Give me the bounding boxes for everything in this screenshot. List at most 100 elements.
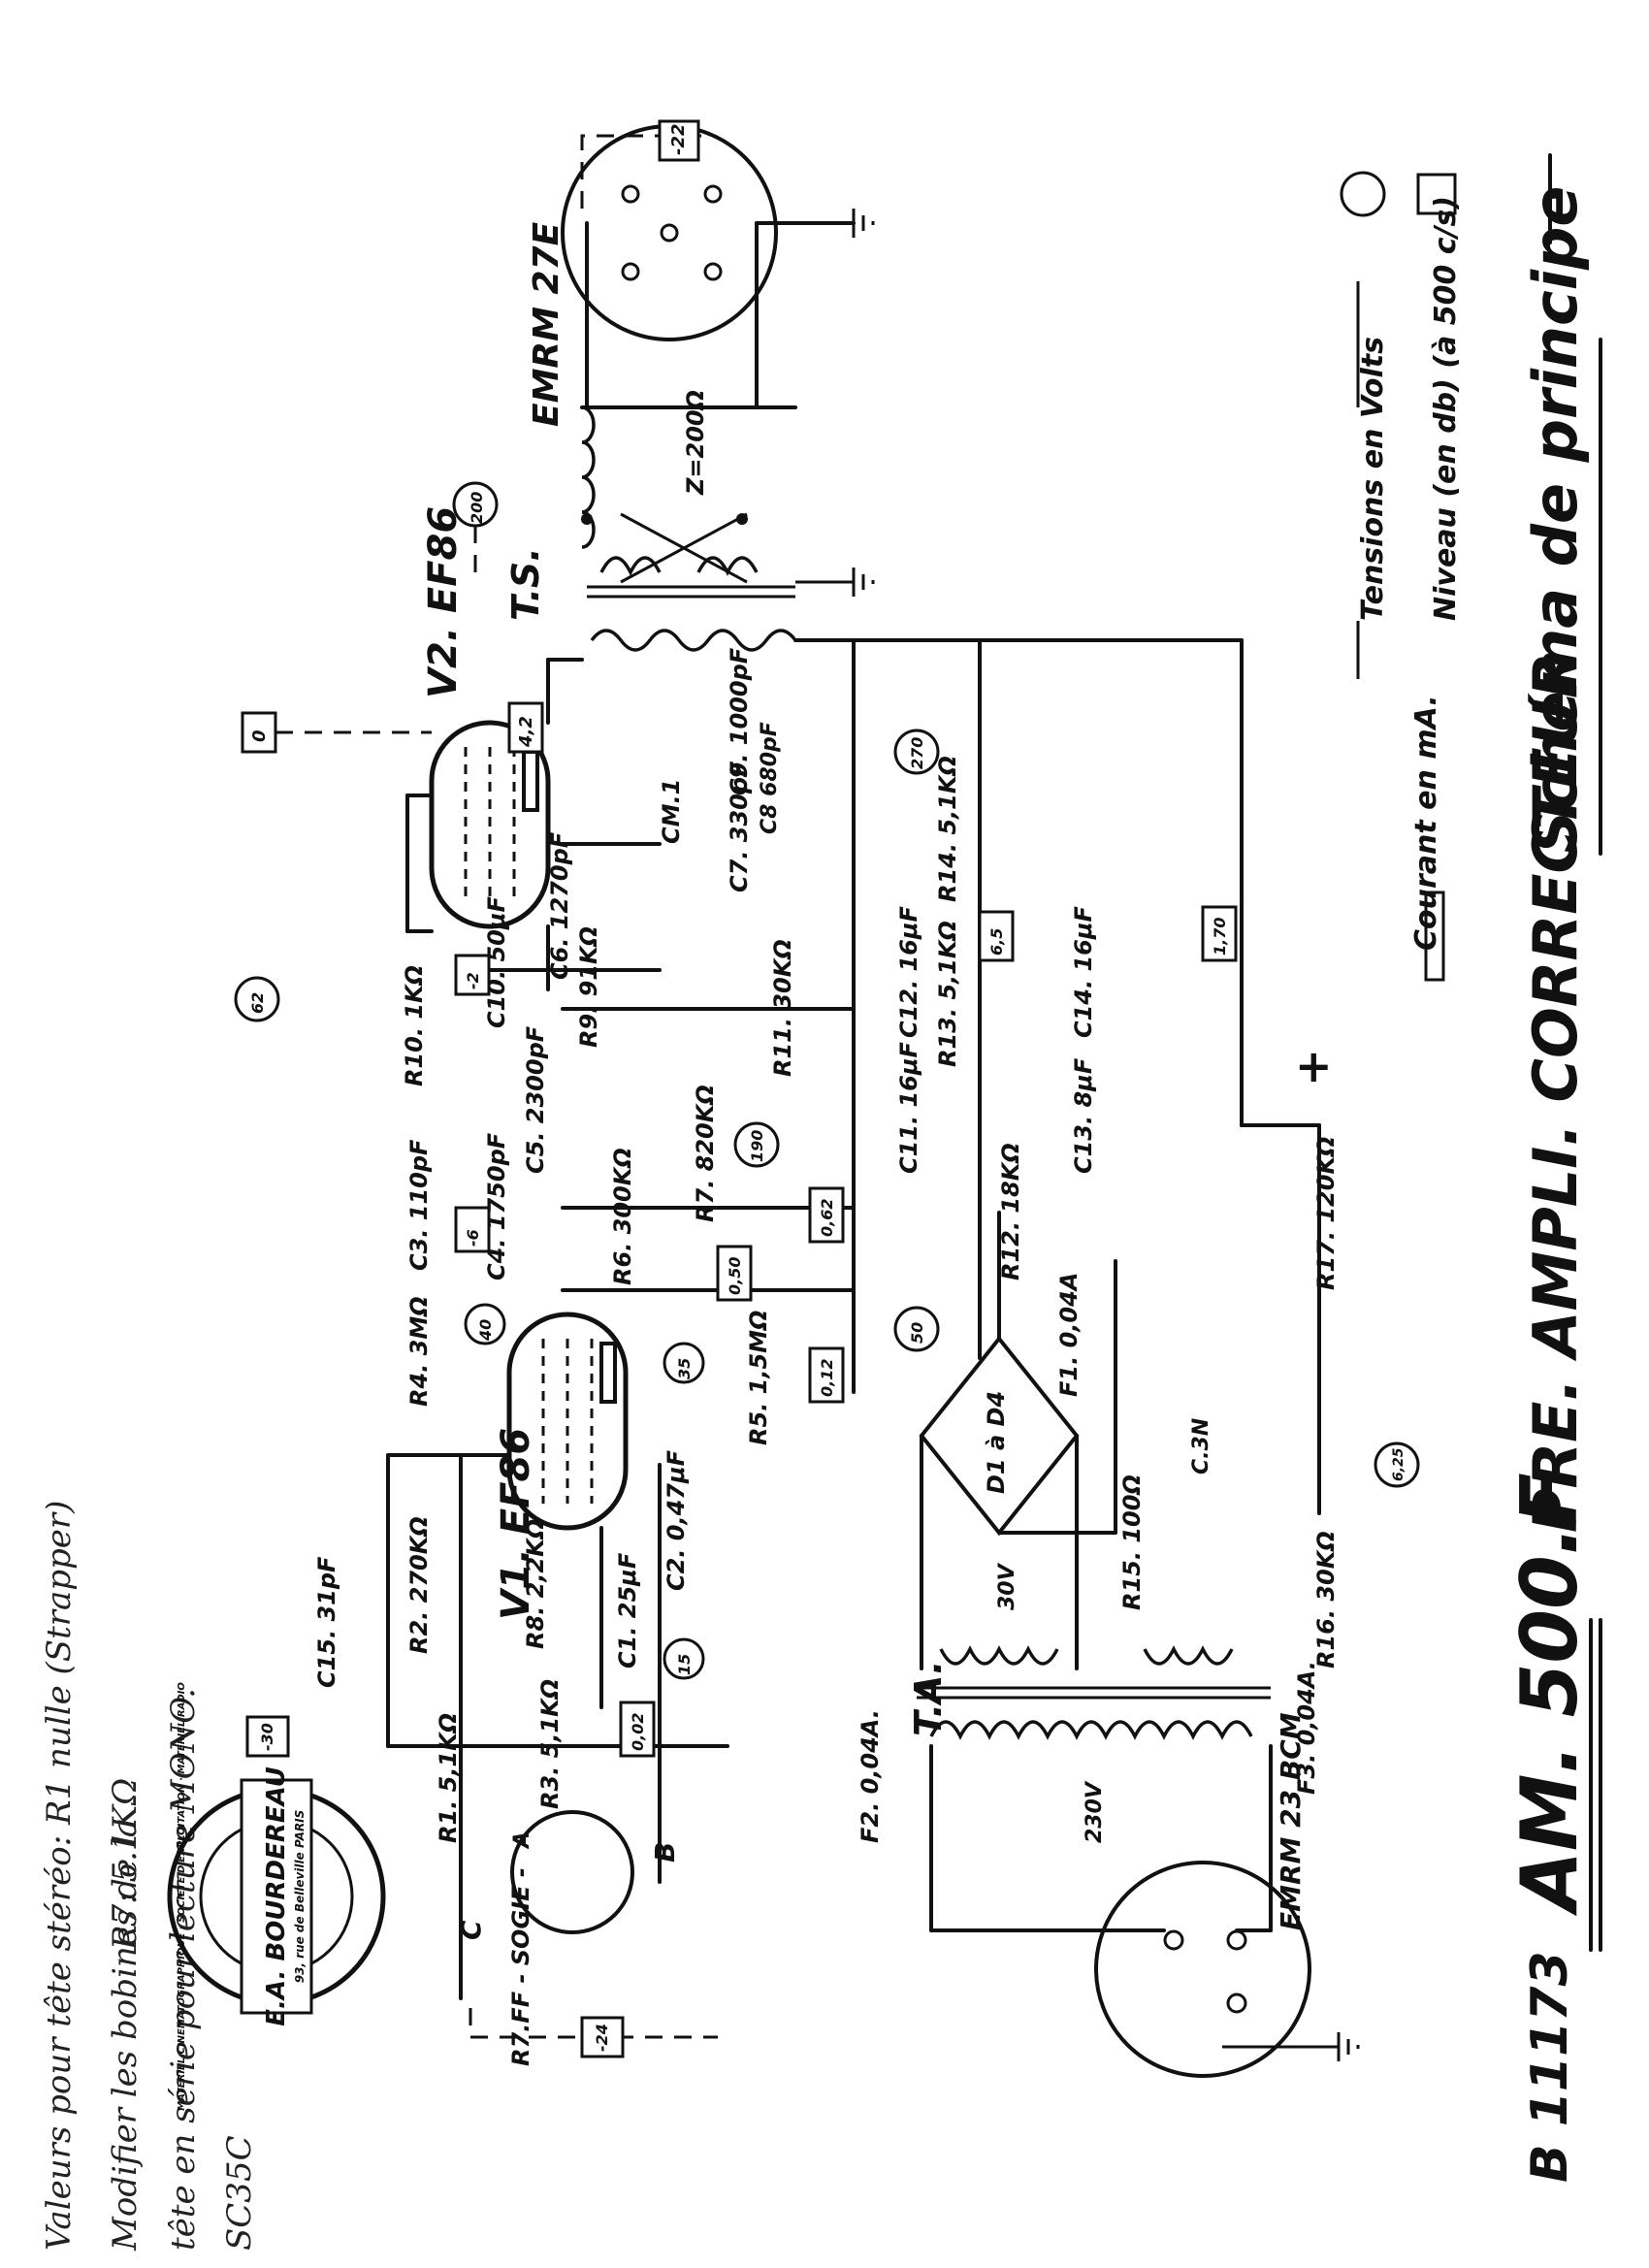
label-c5: C5. 2300pF: [522, 1025, 549, 1174]
measure-v200: 200: [468, 492, 486, 524]
company-stamp: E.A. BOURDEREAU 93, rue de Belleville PA…: [167, 1682, 386, 2111]
legend: Tensions en Volts Niveau (en db) (à 500 …: [1295, 153, 1552, 1092]
handwritten-notes: Valeurs pour tête stéréo: R1 nulle (Stra…: [40, 1501, 259, 2252]
label-r1: R1. 5,1KΩ: [435, 1713, 462, 1843]
label-f1: F1. 0,04A: [1055, 1273, 1083, 1397]
tube-v2: V2. EF86 0 4,2: [241, 506, 551, 929]
label-c14: C14. 16μF: [1070, 905, 1097, 1038]
label-r12: R12. 18KΩ: [997, 1143, 1024, 1280]
label-r8: R8. 2,2KΩ: [522, 1519, 549, 1649]
tube-v1-label: V1. EF86: [494, 1428, 538, 1620]
level-symbol-icon: [1416, 173, 1457, 215]
label-r13: R13. 5,1KΩ: [934, 921, 961, 1067]
ta-primary-voltage: 230V: [1083, 1780, 1107, 1843]
measure-i2: -2: [464, 972, 482, 989]
label-r7: R7. 820KΩ: [692, 1085, 719, 1222]
measure-i012: 0,12: [818, 1359, 836, 1397]
label-f2: F2. 0,04A.: [857, 1709, 884, 1843]
measure-i42: 4,2: [516, 716, 536, 748]
note-line-2: Modifier les bobines de la: [106, 1818, 145, 2252]
ta-secondary-voltage: 30V: [995, 1562, 1019, 1610]
label-c15: C15. 31pF: [313, 1556, 340, 1688]
label-c6: C6. 1270pF: [546, 831, 573, 980]
measure-i65: 6,5: [987, 928, 1006, 956]
measure-v15: 15: [675, 1654, 694, 1675]
ts-secondary-impedance: Z=200Ω: [682, 390, 709, 496]
measure-i30: -30: [258, 1723, 276, 1751]
label-r16: R16. 30KΩ: [1312, 1531, 1340, 1669]
measure-v270: 270: [908, 737, 926, 769]
mains-connector-label: EMRM 23 BCM: [1275, 1712, 1307, 1930]
label-f3: F3. 0,04A.: [1293, 1661, 1320, 1795]
label-r2: R2. 270KΩ: [405, 1516, 433, 1654]
input-pin-a: A: [510, 1831, 534, 1850]
measure-v40: 40: [476, 1319, 495, 1342]
measure-v190: 190: [748, 1130, 766, 1162]
measure-v50: 50: [908, 1322, 926, 1344]
measure-v62: 62: [248, 992, 267, 1014]
input-pin-b: B: [649, 1842, 681, 1863]
label-r15: R15. 100Ω: [1118, 1474, 1146, 1610]
circuit-wiring: T.A. EMRM 23 BCM 230V 30V R7.FF - SOGIE …: [245, 638, 1360, 2078]
label-c11: C11. 16μF: [895, 1041, 922, 1174]
label-r3: R3. 5,1KΩ: [536, 1679, 564, 1809]
measure-i002: 0,02: [629, 1713, 647, 1751]
diagram-subtitle: Schéma de principe: [1520, 186, 1591, 854]
label-r17: R17. 120KΩ: [1312, 1137, 1340, 1290]
measure-v0: 0: [249, 729, 270, 742]
component-labels: R1. 5,1KΩ R2. 270KΩ R3. 5,1KΩ R4. 3MΩ R5…: [313, 647, 1340, 1843]
label-c3: C3. 110pF: [405, 1139, 433, 1271]
stamp-ring-text: MATERIEL CINEMATOGRAPHIQUE · SOCIETE D'E…: [177, 1682, 187, 2111]
measure-i062: 0,62: [818, 1199, 836, 1237]
title-block: B 11173 AM. 500.F PRE. AMPLI. CORRECTEUR…: [1504, 186, 1602, 2183]
input-pin-c: C: [455, 1920, 487, 1940]
label-r5: R5. 1,5MΩ: [745, 1311, 772, 1445]
note-line-1: Valeurs pour tête stéréo: R1 nulle (Stra…: [40, 1501, 79, 2251]
measure-i050: 0,50: [726, 1257, 744, 1295]
measure-i6: -6: [464, 1229, 482, 1247]
output-connector-label: EMRM 27E: [527, 221, 566, 427]
label-c12: C12. 16μF: [895, 905, 922, 1038]
output-connector: EMRM 27E -22: [527, 119, 875, 427]
label-r6: R6. 300KΩ: [609, 1148, 636, 1285]
label-diodes: D1 à D4: [983, 1391, 1010, 1494]
legend-plus: +: [1295, 1040, 1333, 1092]
input-connector-label: R7.FF - SOGIE -: [507, 1867, 534, 2066]
legend-voltages: Tensions en Volts: [1356, 337, 1390, 621]
label-c2: C2. 0,47μF: [663, 1449, 690, 1591]
stamp-address: 93, rue de Belleville PARIS: [293, 1810, 307, 1984]
label-r10: R10. 1KΩ: [401, 965, 428, 1086]
label-r4: R4. 3MΩ: [405, 1296, 433, 1407]
measure-v6-25: 6,25: [1391, 1447, 1406, 1481]
stamp-company: E.A. BOURDEREAU: [262, 1766, 291, 2025]
note-line-1b: R7: 5.1KΩ: [106, 1778, 145, 1951]
output-transformer: Z=200Ω T.S. 200: [452, 390, 875, 652]
label-c3n: C.3N: [1189, 1418, 1213, 1474]
voltage-symbol-icon: [1340, 171, 1386, 217]
ts-label: T.S.: [504, 547, 547, 621]
label-c1: C1. 25μF: [614, 1552, 641, 1669]
tube-v2-label: V2. EF86: [421, 506, 466, 698]
measurement-points: 270 190 50 62 6,25 -6 0,62 0,50 0,12 0,0…: [234, 729, 1420, 1758]
model-number: AM. 500.F: [1504, 1473, 1595, 1917]
circuit-name: PRE. AMPLI. CORRECTEUR: [1520, 652, 1591, 1533]
label-cm1: CM.1: [658, 779, 685, 844]
measure-i170: 1,70: [1211, 918, 1229, 956]
tube-v1: V1. EF86 40 35 15: [464, 1303, 705, 1680]
label-c13: C13. 8μF: [1070, 1057, 1097, 1174]
label-r9: R9. 91KΩ: [575, 926, 602, 1048]
label-c8: C8 680pF: [758, 722, 782, 834]
label-r14: R14. 5,1KΩ: [934, 756, 961, 902]
measure-v35: 35: [675, 1358, 694, 1379]
ta-label: T.A.: [907, 1661, 950, 1736]
label-r11: R11. 30KΩ: [769, 939, 796, 1077]
note-line-4: SC35C: [220, 2135, 259, 2251]
current-symbol-icon: [1424, 891, 1445, 982]
label-c7: C7. 330pF: [726, 761, 753, 892]
label-c9: C9. 1000pF: [726, 647, 753, 795]
legend-level: Niveau (en db) (à 500 c/s): [1429, 196, 1463, 621]
measure-i24: -24: [593, 2024, 611, 2052]
measure-i22: -22: [668, 123, 689, 155]
